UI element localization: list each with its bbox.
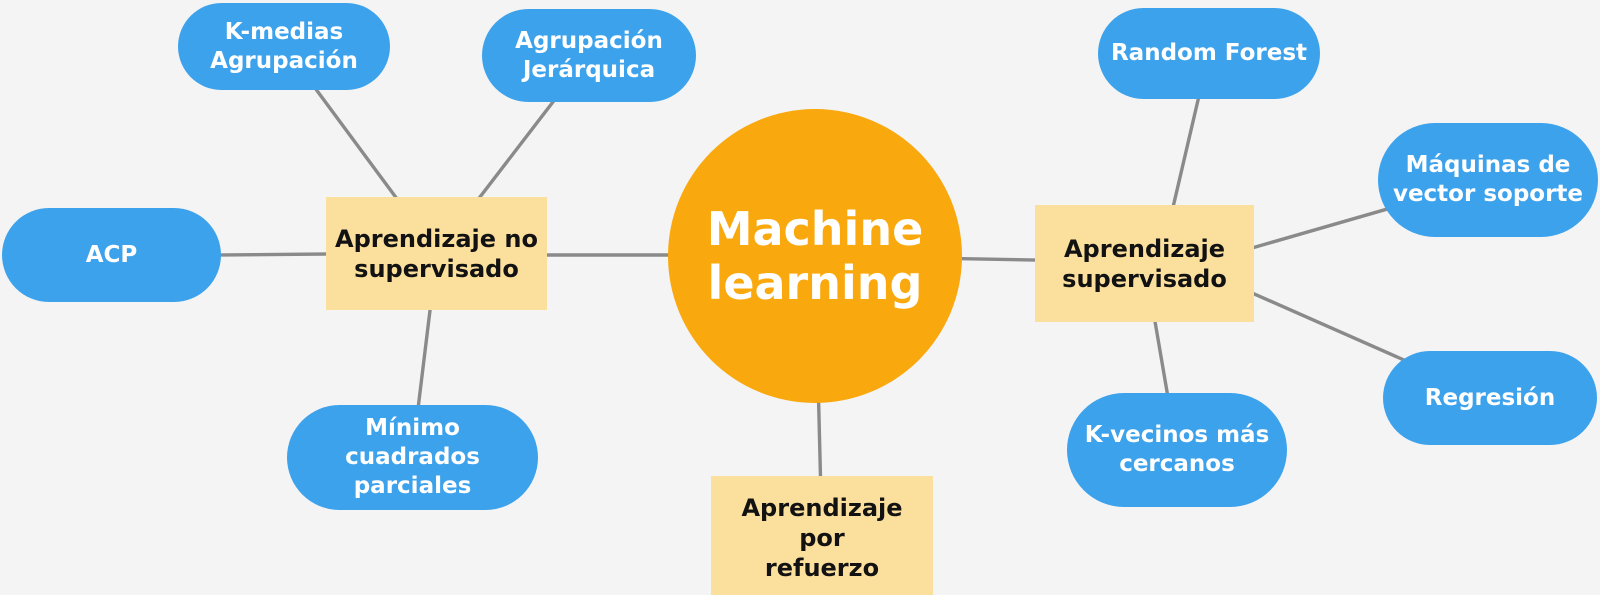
node-agrupacion-jerarquica[interactable]: Agrupación Jerárquica: [482, 9, 696, 102]
node-k-medias-agrupacion[interactable]: K-medias Agrupación: [178, 3, 390, 90]
node-minimo-cuadrados-parciales[interactable]: Mínimo cuadrados parciales: [287, 405, 538, 510]
node-k-vecinos-mas-cercanos[interactable]: K-vecinos más cercanos: [1067, 393, 1287, 507]
node-aprendizaje-supervisado[interactable]: Aprendizaje supervisado: [1035, 205, 1254, 322]
node-acp[interactable]: ACP: [2, 208, 221, 302]
node-regresion[interactable]: Regresión: [1383, 351, 1597, 445]
node-random-forest[interactable]: Random Forest: [1098, 8, 1320, 99]
node-maquinas-de-vector-soporte[interactable]: Máquinas de vector soporte: [1378, 123, 1598, 237]
node-aprendizaje-por-refuerzo[interactable]: Aprendizaje por refuerzo: [711, 476, 933, 595]
node-machine-learning[interactable]: Machine learning: [668, 109, 962, 403]
node-aprendizaje-no-supervisado[interactable]: Aprendizaje no supervisado: [326, 197, 547, 310]
